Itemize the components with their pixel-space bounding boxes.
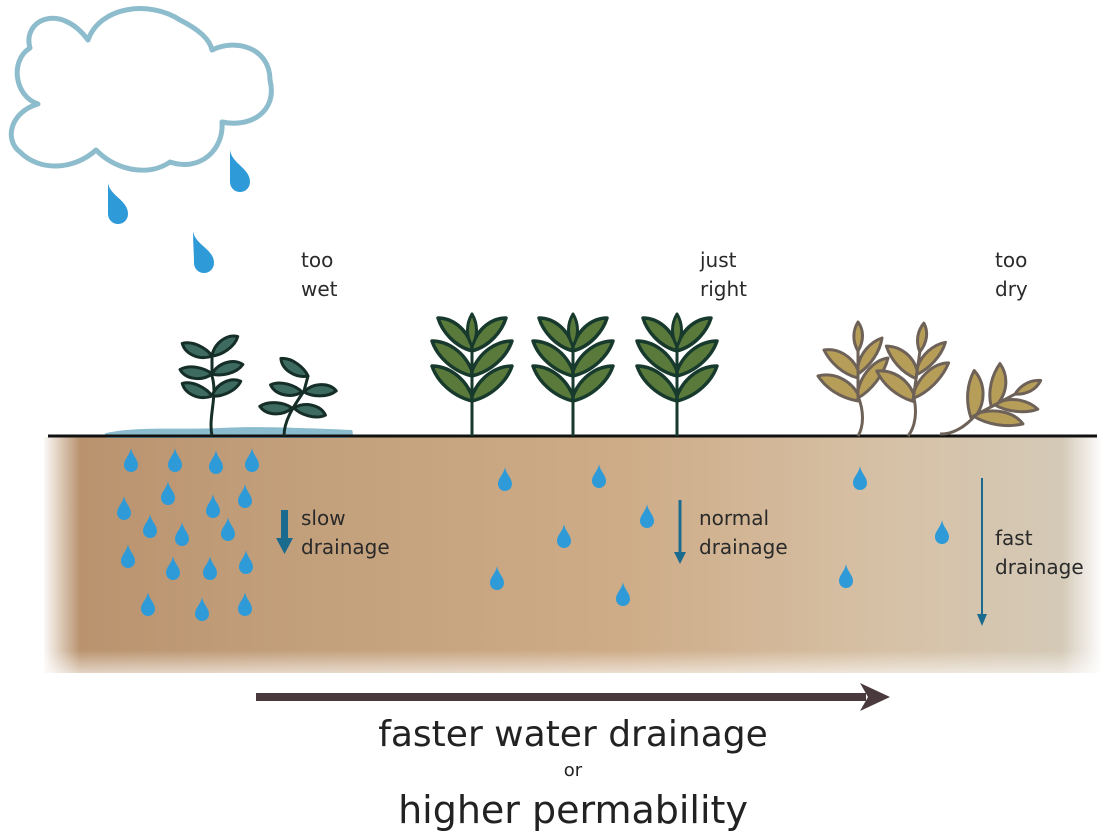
- bottom-title-line3: higher permability: [398, 788, 748, 832]
- label-line: too: [301, 248, 334, 272]
- label-line: fast: [995, 526, 1033, 550]
- water-droplet: [616, 582, 630, 606]
- water-droplet: [221, 517, 235, 541]
- healthy-plant-3: [635, 312, 719, 438]
- label-line: wet: [301, 277, 338, 301]
- dry-plant-2: [866, 316, 956, 442]
- water-droplet: [239, 550, 253, 574]
- water-droplet: [141, 592, 155, 616]
- water-droplet: [592, 464, 606, 488]
- label-line: normal: [699, 506, 770, 530]
- healthy-plant-2: [531, 312, 615, 438]
- water-droplet: [143, 514, 157, 538]
- label-fast-drainage: fast drainage: [995, 524, 1084, 582]
- water-droplet: [161, 481, 175, 505]
- water-droplet: [238, 484, 252, 508]
- label-line: slow: [301, 506, 346, 530]
- normal-drainage-arrow: [674, 500, 686, 564]
- fast-drainage-arrow: [977, 478, 987, 626]
- water-droplet: [853, 466, 867, 490]
- wet-plant-left: [177, 330, 246, 437]
- label-line: right: [700, 277, 747, 301]
- water-droplet: [498, 467, 512, 491]
- slow-drainage-arrow: [276, 510, 293, 554]
- label-just-right: just right: [700, 246, 747, 304]
- water-droplet: [557, 524, 571, 548]
- bottom-title-or: or: [563, 760, 583, 781]
- water-droplet: [195, 597, 209, 621]
- water-droplets: [117, 448, 949, 621]
- label-line: just: [700, 248, 737, 272]
- arrow-icon: [256, 683, 890, 711]
- label-line: too: [995, 248, 1028, 272]
- healthy-plant-1: [430, 312, 514, 438]
- dry-plant-1: [816, 320, 890, 438]
- water-droplet: [490, 566, 504, 590]
- water-droplet: [121, 544, 135, 568]
- bottom-title-line1: faster water drainage: [378, 714, 768, 755]
- water-droplet: [203, 556, 217, 580]
- label-line: dry: [995, 277, 1028, 301]
- wet-plant-right: [257, 351, 339, 437]
- label-too-wet: too wet: [301, 246, 338, 304]
- water-droplet: [168, 448, 182, 472]
- water-droplet: [640, 504, 654, 528]
- water-droplet: [206, 494, 220, 518]
- water-droplet: [209, 450, 223, 474]
- water-droplet: [245, 448, 259, 472]
- water-droplet: [839, 564, 853, 588]
- water-droplet: [238, 592, 252, 616]
- label-line: drainage: [699, 535, 788, 559]
- water-droplet: [166, 556, 180, 580]
- raindrop-icon: [108, 150, 250, 273]
- label-line: drainage: [995, 555, 1084, 579]
- water-droplet: [175, 522, 189, 546]
- cloud-icon: [8, 6, 274, 173]
- label-too-dry: too dry: [995, 246, 1028, 304]
- water-droplet: [935, 520, 949, 544]
- label-line: drainage: [301, 535, 390, 559]
- water-droplet: [117, 496, 131, 520]
- label-normal-drainage: normal drainage: [699, 504, 788, 562]
- soil: [44, 437, 1101, 673]
- label-slow-drainage: slow drainage: [301, 504, 390, 562]
- water-droplet: [124, 448, 138, 472]
